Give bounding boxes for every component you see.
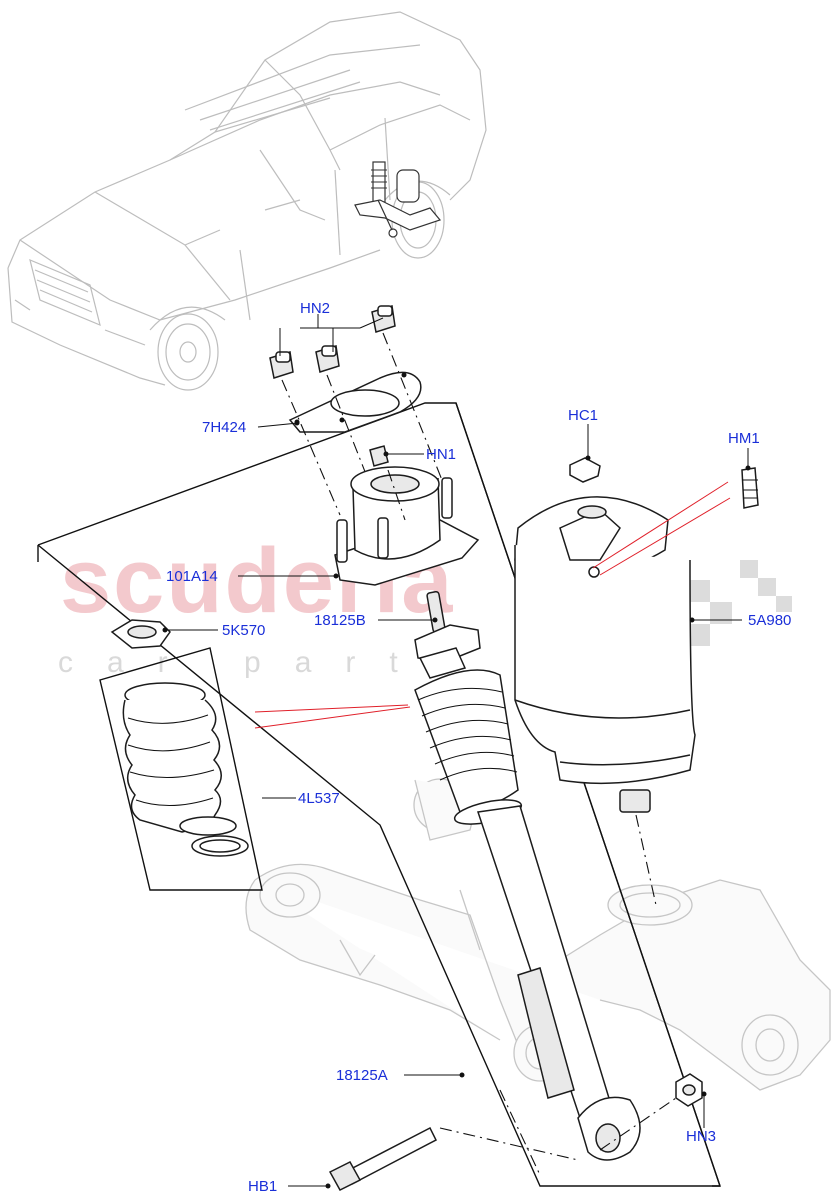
label-HN1: HN1 xyxy=(426,446,456,463)
label-101A14: 101A14 xyxy=(166,568,218,585)
vehicle-suspension-inset xyxy=(354,161,442,238)
vehicle-outline xyxy=(7,11,487,391)
locknut xyxy=(110,619,171,649)
label-7H424: 7H424 xyxy=(202,419,246,436)
label-HB1: HB1 xyxy=(248,1178,277,1195)
mounting-nut-3 xyxy=(371,305,396,333)
label-HC1: HC1 xyxy=(568,407,598,424)
label-HM1: HM1 xyxy=(728,430,760,447)
leader-lines xyxy=(162,314,751,1189)
label-18125A: 18125A xyxy=(336,1067,388,1084)
label-5A980: 5A980 xyxy=(748,612,791,629)
upper-mounting-plate xyxy=(288,371,422,433)
label-18125B: 18125B xyxy=(314,612,366,629)
dust-bellow-kit xyxy=(122,682,249,857)
mounting-nut-2 xyxy=(315,345,340,373)
lower-bolt xyxy=(328,1126,437,1191)
part-labels: HN2 7H424 HN1 HC1 HM1 101A14 18125B 5K57… xyxy=(166,300,791,1195)
label-4L537: 4L537 xyxy=(298,790,340,807)
top-mount xyxy=(334,445,480,586)
air-spring xyxy=(514,457,759,813)
lower-nut xyxy=(675,1073,703,1107)
label-HN2: HN2 xyxy=(300,300,330,317)
bellow-kit-frame xyxy=(99,647,263,891)
mounting-nut-1 xyxy=(269,351,294,379)
group-frames xyxy=(37,402,721,1187)
label-HN3: HN3 xyxy=(686,1128,716,1145)
shock-absorber xyxy=(414,590,641,1161)
label-5K570: 5K570 xyxy=(222,622,265,639)
